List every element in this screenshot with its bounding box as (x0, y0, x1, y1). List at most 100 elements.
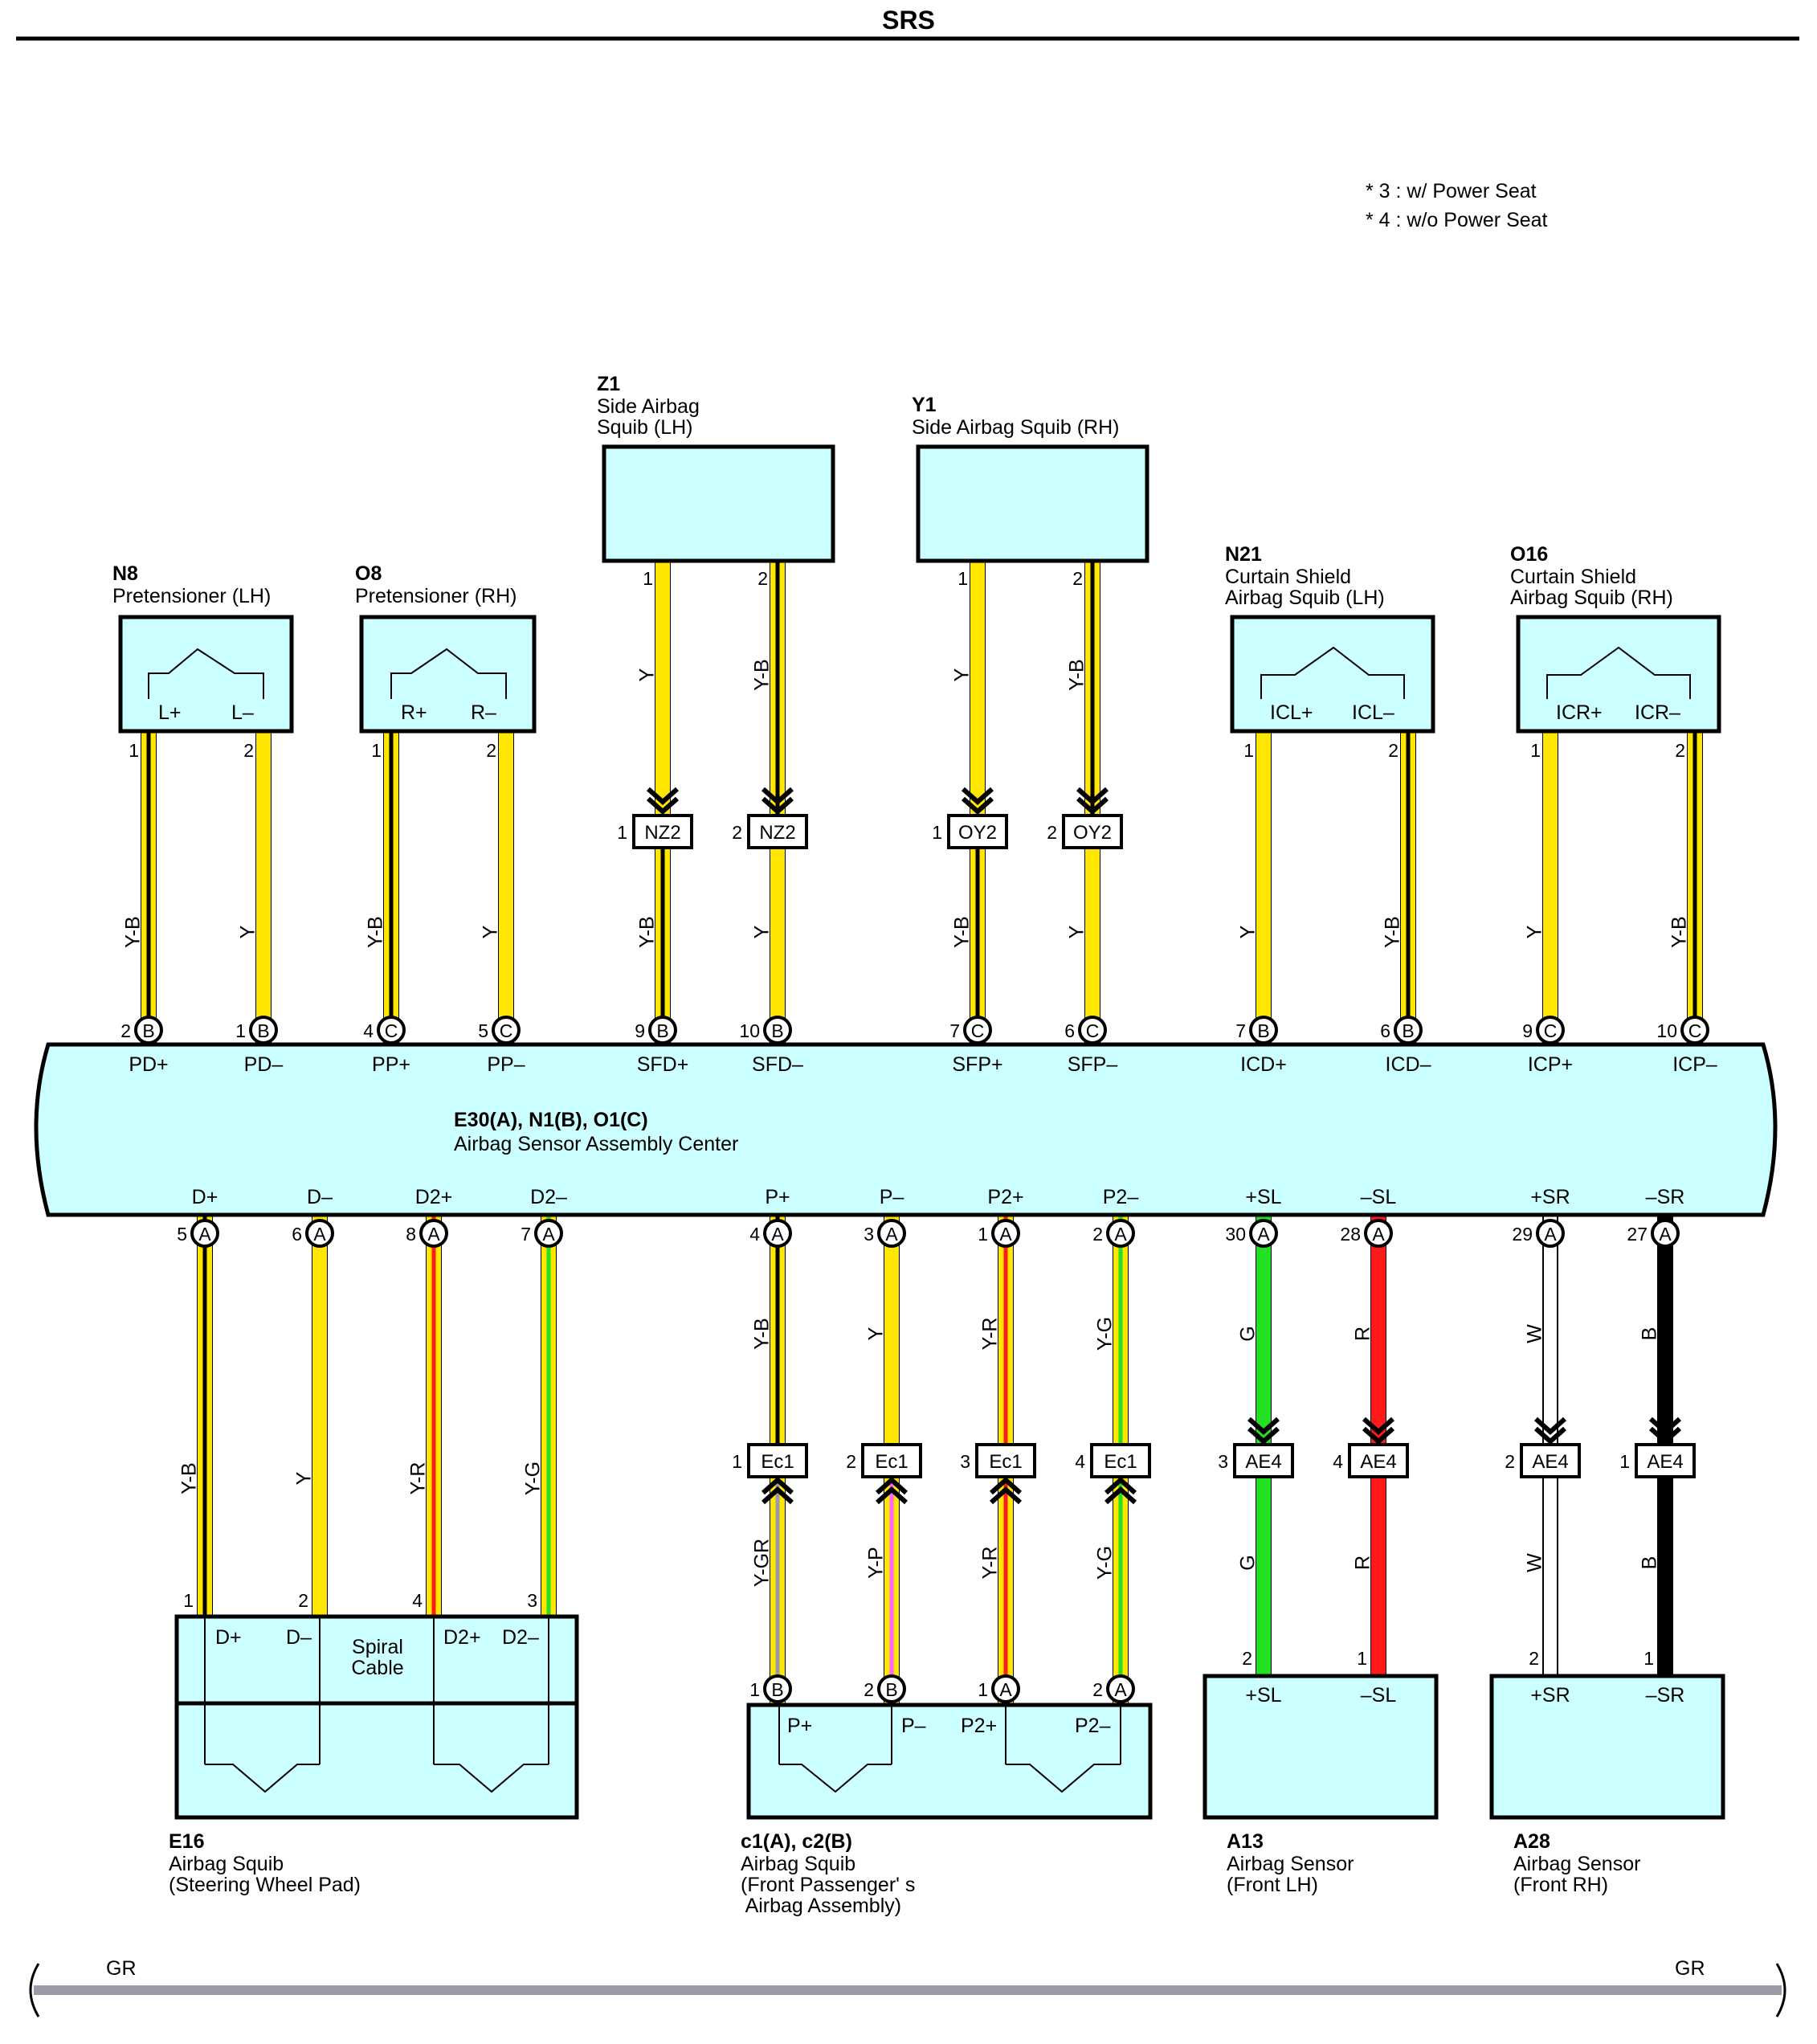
terminal-label: –SL (1361, 1684, 1397, 1707)
connector-letter: B (771, 1020, 783, 1041)
wire-color-label: W (1524, 1553, 1546, 1572)
component-id: Z1 (597, 373, 620, 395)
chevron-down-icon (1076, 787, 1109, 806)
component-pin-number: 3 (527, 1590, 537, 1611)
component-pin-number: 2 (757, 568, 768, 589)
connector-pin-circle (492, 1016, 521, 1044)
connector-letter: B (1257, 1020, 1269, 1041)
connector-letter: A (771, 1224, 784, 1245)
wire-color-label: B (1639, 1327, 1661, 1341)
connector-letter: A (1114, 1224, 1127, 1245)
terminal-label: D2– (502, 1626, 539, 1649)
connector-letter: B (257, 1020, 269, 1041)
component-pin-number: 2 (486, 740, 496, 761)
connector-letter: C (971, 1020, 985, 1041)
chevron-up-icon (876, 1486, 908, 1505)
chevron-down-icon (1247, 1416, 1280, 1436)
connector-letter: C (500, 1020, 513, 1041)
center-terminal-label: ICP+ (1528, 1053, 1573, 1076)
component-name: Airbag Squib (LH) (1225, 587, 1385, 609)
component-e16: D+ D– D2+ D2– Spiral Cable E16 Airbag Sq… (169, 1614, 579, 1896)
junction-pin-number: 3 (960, 1451, 970, 1472)
component-id: Y1 (912, 394, 937, 416)
wire-color-label: Y (751, 925, 774, 938)
connector-pin-circle (419, 1219, 448, 1248)
center-unit-id: E30(A), N1(B), O1(C) (454, 1109, 648, 1131)
center-terminal-label: P– (880, 1186, 904, 1208)
page-title: SRS (882, 6, 935, 35)
component-name: Airbag Assembly) (741, 1895, 901, 1917)
note-power-seat: * 3 : w/ Power Seat (1366, 180, 1537, 202)
pin-number: 3 (864, 1224, 874, 1245)
component-name: Airbag Sensor (1513, 1853, 1640, 1875)
wire-color-label: Y-GR (751, 1539, 774, 1587)
wire-color-label: B (1639, 1556, 1661, 1570)
pin-number: 7 (1235, 1020, 1246, 1041)
wire-color-label: Y (480, 925, 502, 938)
connector-pin-circle (305, 1219, 334, 1248)
center-terminal-label: SFD+ (637, 1053, 689, 1076)
connector-letter: C (1086, 1020, 1100, 1041)
junction-connector-label: Ec1 (875, 1451, 908, 1473)
wire-color-label: Y-R (979, 1318, 1002, 1351)
pin-number: 10 (739, 1020, 760, 1041)
terminal-label: ICL+ (1270, 701, 1313, 724)
connector-pin-circle (1536, 1016, 1565, 1044)
component-name: Squib (LH) (597, 416, 693, 439)
component-name: Side Airbag Squib (RH) (912, 416, 1119, 439)
pin-number: 7 (521, 1224, 531, 1245)
component-name: Airbag Squib (169, 1853, 284, 1875)
connector-letter: A (1257, 1224, 1270, 1245)
connector-pin-circle (249, 1016, 278, 1044)
pin-number: 1 (978, 1224, 988, 1245)
ground-label-right: GR (1675, 1957, 1705, 1980)
component-pin-number: 2 (1242, 1648, 1252, 1669)
junction-connector-label: OY2 (1073, 822, 1112, 844)
terminal-label: L+ (158, 701, 182, 724)
chevron-down-icon (762, 796, 794, 816)
component-pin-number: 1 (129, 740, 139, 761)
chevron-down-icon (647, 796, 679, 816)
wire-color-label: Y-G (522, 1461, 545, 1495)
center-terminal-label: PP+ (372, 1053, 410, 1076)
terminal-label: D– (286, 1626, 312, 1649)
component-pin-number: 1 (957, 568, 968, 589)
connector-letter: B (771, 1679, 783, 1700)
terminal-label: P2– (1075, 1715, 1111, 1737)
wire-color-label: Y-R (979, 1547, 1002, 1580)
connector-pin-circle (648, 1016, 677, 1044)
component-id: E16 (169, 1830, 204, 1853)
ground-label-left: GR (106, 1957, 137, 1980)
center-terminal-label: P2– (1103, 1186, 1139, 1208)
wire-color-label: Y (1524, 925, 1546, 938)
connector-pin-circle (763, 1016, 792, 1044)
junction-connector-box (947, 814, 1008, 849)
connector-pin-circle (1364, 1219, 1393, 1248)
center-terminal-label: PP– (487, 1053, 525, 1076)
connector-pin-circle (1249, 1016, 1278, 1044)
component-name: (Steering Wheel Pad) (169, 1874, 361, 1896)
connector-pin-circle (1249, 1219, 1278, 1248)
center-terminal-label: SFP– (1068, 1053, 1118, 1076)
component-pin-number: 1 (1357, 1648, 1367, 1669)
component-pin-number: 2 (1529, 1648, 1539, 1669)
component-pin-number: 4 (412, 1590, 423, 1611)
center-terminal-label: D2+ (415, 1186, 453, 1208)
chevron-up-icon (990, 1486, 1022, 1505)
chevron-down-icon (1362, 1426, 1394, 1445)
component-n21: N21 Curtain Shield Airbag Squib (LH) ICL… (1225, 543, 1435, 734)
junction-pin-number: 1 (617, 822, 627, 843)
component-name: (Front RH) (1513, 1874, 1608, 1896)
pin-number: 2 (1092, 1679, 1103, 1700)
wire-color-label: Y-P (865, 1547, 888, 1578)
note-no-power-seat: * 4 : w/o Power Seat (1366, 209, 1548, 231)
component-id: N8 (112, 562, 138, 585)
wire-color-label: Y (293, 1471, 316, 1485)
wire-color-label: Y-B (636, 916, 659, 947)
wire-color-label: Y-B (1668, 916, 1691, 947)
chevron-down-icon (962, 796, 994, 816)
terminal-label: +SL (1245, 1684, 1281, 1707)
connector-letter: A (1544, 1224, 1557, 1245)
connector-pin-circle (1394, 1016, 1423, 1044)
connector-pin-circle (763, 1219, 792, 1248)
